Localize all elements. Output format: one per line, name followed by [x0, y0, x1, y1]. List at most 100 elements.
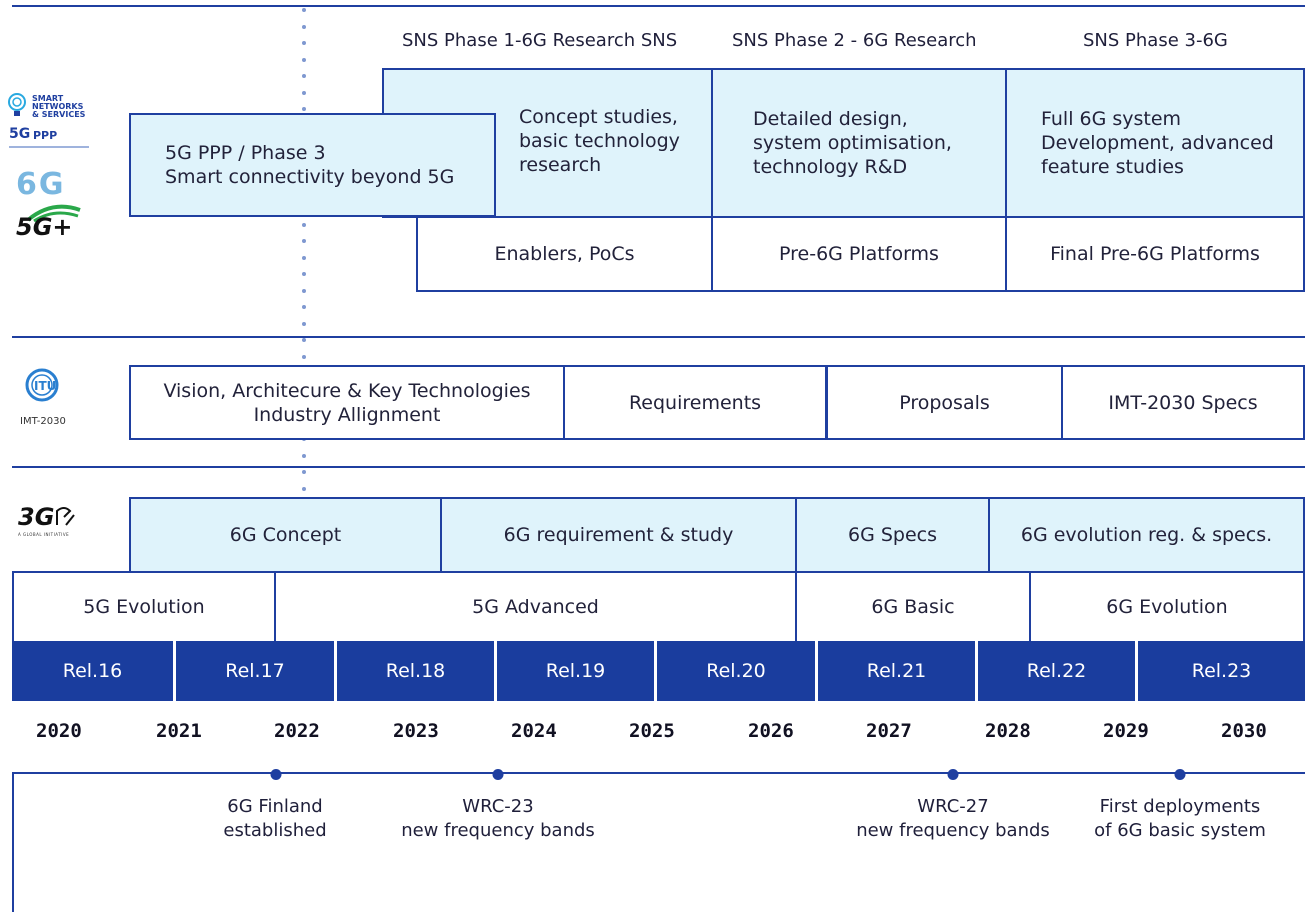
- evolution-5g-advanced: 5G Advanced: [274, 571, 797, 643]
- milestone-dot-wrc23: [492, 769, 504, 780]
- ppp-logo-text: PPP: [33, 129, 58, 142]
- fiveg-plus-text: 5G+: [16, 213, 73, 241]
- sns-phase-3-line-2: Development, advanced: [1041, 132, 1274, 154]
- ppp-logo-mark: 5G: [9, 126, 31, 142]
- bottom-frame: [12, 772, 1305, 912]
- sns-logo: SMART NETWORKS & SERVICES 5G PPP: [6, 92, 116, 152]
- section-rule-sns: [12, 336, 1305, 338]
- platform-enablers: Enablers, PoCs: [416, 216, 713, 292]
- release-rel23: Rel.23: [1138, 641, 1305, 701]
- platform-pre-6g: Pre-6G Platforms: [711, 216, 1007, 292]
- marker-dot: [302, 305, 306, 309]
- itu-proposals-box: Proposals: [826, 365, 1063, 440]
- year-2028: 2028: [985, 720, 1031, 742]
- milestone-wrc23-line-1: WRC-23: [462, 796, 534, 817]
- year-2025: 2025: [629, 720, 675, 742]
- sns-phase-3-line-1: Full 6G system: [1041, 108, 1182, 130]
- ppp-box-line-1: 5G PPP / Phase 3: [165, 142, 326, 164]
- marker-dot: [302, 57, 306, 62]
- evolution-6g-basic: 6G Basic: [795, 571, 1031, 643]
- signal-wave-icon: [26, 204, 81, 222]
- sns-phase-2-line-1: Detailed design,: [753, 108, 908, 130]
- year-2030: 2030: [1221, 720, 1267, 742]
- sns-phase-2-line-3: technology R&D: [753, 156, 908, 178]
- threegpp-6g-evolution-specs: 6G evolution reg. & specs.: [988, 497, 1305, 573]
- milestone-wrc27: WRC-27 new frequency bands: [856, 795, 1050, 843]
- marker-dot: [302, 41, 306, 45]
- marker-dot: [302, 354, 306, 359]
- milestone-6g-finland-line-1: 6G Finland: [227, 796, 323, 817]
- year-2021: 2021: [156, 720, 202, 742]
- sns-phase-1-line-3: research: [519, 154, 602, 176]
- year-2024: 2024: [511, 720, 557, 742]
- year-2027: 2027: [866, 720, 912, 742]
- platform-final-pre-6g: Final Pre-6G Platforms: [1005, 216, 1305, 292]
- sns-phase-2-title: SNS Phase 2 - 6G Research: [732, 30, 977, 51]
- itu-logo: ITU: [22, 367, 72, 407]
- fiveg-plus-logo: 5G+: [16, 204, 86, 244]
- ppp-logo-underline: [9, 146, 89, 148]
- release-rel22: Rel.22: [978, 641, 1138, 701]
- sns-phase-2-line-2: system optimisation,: [753, 132, 952, 154]
- marker-dot: [302, 272, 306, 276]
- release-rel18: Rel.18: [337, 641, 497, 701]
- milestone-wrc27-line-1: WRC-27: [917, 796, 989, 817]
- release-rel20: Rel.20: [657, 641, 818, 701]
- marker-dot: [302, 222, 306, 227]
- milestone-6g-finland-line-2: established: [223, 820, 327, 841]
- milestone-dot-wrc27: [947, 769, 959, 780]
- sns-phase-3-title: SNS Phase 3-6G: [1083, 30, 1228, 51]
- marker-dot: [302, 8, 306, 12]
- section-rule-itu: [12, 466, 1305, 468]
- release-rel17: Rel.17: [176, 641, 337, 701]
- itu-globe-icon: ITU: [25, 368, 59, 402]
- marker-dot: [302, 255, 306, 260]
- milestone-wrc23-line-2: new frequency bands: [401, 820, 595, 841]
- evolution-6g-evolution: 6G Evolution: [1029, 571, 1305, 643]
- sixg-logo: 6G: [16, 167, 66, 202]
- itu-specs-box: IMT-2030 Specs: [1061, 365, 1305, 440]
- milestone-wrc23: WRC-23 new frequency bands: [401, 795, 595, 843]
- sns-phase-3-line-3: feature studies: [1041, 156, 1184, 178]
- year-2023: 2023: [393, 720, 439, 742]
- threegpp-logo: 3G A GLOBAL INITIATIVE: [18, 505, 98, 541]
- year-2026: 2026: [748, 720, 794, 742]
- marker-dot: [302, 107, 306, 111]
- marker-dot: [302, 453, 306, 458]
- marker-dot: [302, 470, 306, 474]
- ppp-phase-3-box: 5G PPP / Phase 3 Smart connectivity beyo…: [129, 113, 496, 217]
- sns-phase-1-line-2: basic technology: [519, 130, 680, 152]
- itu-logo-text: ITU: [34, 379, 56, 393]
- threegpp-6g-requirement-study: 6G requirement & study: [440, 497, 797, 573]
- ppp-box-line-2: Smart connectivity beyond 5G: [165, 166, 455, 188]
- threegpp-mark-icon: [56, 507, 75, 526]
- marker-dot: [302, 24, 306, 29]
- milestone-6g-finland: 6G Finland established: [223, 795, 326, 843]
- marker-dot: [302, 74, 306, 78]
- top-rule: [12, 5, 1305, 7]
- marker-dot: [302, 321, 306, 326]
- itu-vision-box: Vision, Architecure & Key Technologies I…: [129, 365, 565, 440]
- marker-dot: [302, 486, 306, 491]
- marker-dot: [302, 239, 306, 243]
- release-rel19: Rel.19: [497, 641, 657, 701]
- milestone-dot-6g-finland: [270, 769, 282, 780]
- threegpp-6g-concept: 6G Concept: [129, 497, 442, 573]
- itu-requirements-box: Requirements: [563, 365, 827, 440]
- sns-phase-1-title: SNS Phase 1-6G Research SNS: [402, 30, 678, 51]
- itu-vision-line-2: Industry Allignment: [253, 403, 441, 426]
- release-rel16: Rel.16: [12, 641, 176, 701]
- sns-logo-line-2: NETWORKS: [32, 102, 84, 111]
- threegpp-6g-specs: 6G Specs: [795, 497, 990, 573]
- marker-dot: [302, 90, 306, 95]
- itu-vision-line-1: Vision, Architecure & Key Technologies: [163, 379, 531, 402]
- sns-logo-line-1: SMART: [32, 94, 64, 103]
- release-rel21: Rel.21: [818, 641, 978, 701]
- milestone-dot-first-deployments: [1174, 769, 1186, 780]
- sns-phase-1-line-1: Concept studies,: [519, 106, 678, 128]
- milestone-first-deployments: First deployments of 6G basic system: [1094, 795, 1266, 843]
- evolution-5g: 5G Evolution: [12, 571, 276, 643]
- sns-phase-2-box: Detailed design, system optimisation, te…: [711, 68, 1007, 218]
- year-2020: 2020: [36, 720, 82, 742]
- marker-dot: [302, 338, 306, 342]
